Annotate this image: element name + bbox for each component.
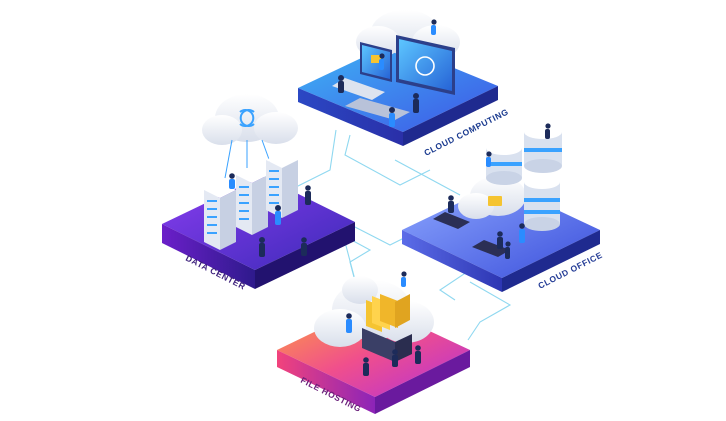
person-icon	[448, 123, 551, 259]
cloud-sync-icon	[202, 94, 298, 145]
server-rack-icon	[236, 167, 268, 235]
monitor-icon	[396, 35, 455, 95]
server-rack-icon	[204, 182, 236, 250]
database-cylinder-icon	[486, 141, 522, 185]
server-rack-icon	[266, 152, 298, 218]
platform-cloud-office: CLOUD OFFICE	[402, 123, 604, 292]
monitor-icon	[360, 42, 392, 82]
database-cylinder-icon	[524, 175, 560, 231]
database-cylinder-icon	[524, 125, 562, 173]
folder-icon	[488, 196, 502, 206]
person-icon	[229, 173, 311, 257]
platform-file-hosting: FILE HOSTING	[277, 271, 470, 414]
folder-icon	[362, 294, 412, 362]
platform-cloud-computing: CLOUD COMPUTING	[298, 10, 510, 158]
person-icon	[338, 19, 437, 127]
person-icon	[346, 271, 421, 376]
platform-data-center: DATA CENTER	[162, 94, 355, 292]
